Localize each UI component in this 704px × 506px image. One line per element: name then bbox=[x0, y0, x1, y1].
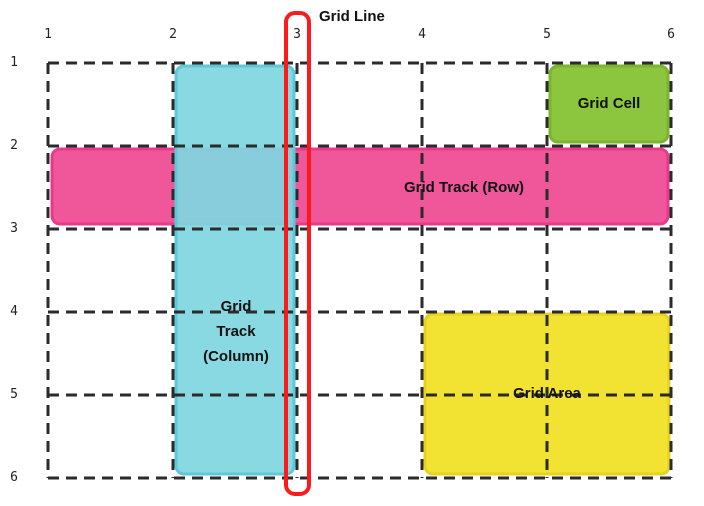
row-number-2: 2 bbox=[10, 138, 18, 153]
row-number-3: 3 bbox=[10, 221, 18, 236]
column-number-3: 3 bbox=[293, 27, 301, 42]
grid-track-column-label-line-1: Grid bbox=[221, 298, 252, 315]
grid-cell-shape bbox=[548, 64, 670, 144]
column-number-6: 6 bbox=[667, 27, 675, 42]
column-number-1: 1 bbox=[44, 27, 52, 42]
grid-lines bbox=[46, 61, 673, 480]
grid-line-highlight bbox=[284, 11, 311, 496]
row-number-1: 1 bbox=[10, 55, 18, 70]
grid-line-label: Grid Line bbox=[319, 8, 385, 25]
column-number-2: 2 bbox=[169, 27, 177, 42]
grid-track-row-shape bbox=[50, 147, 670, 226]
grid-track-column-label-line-2: Track bbox=[216, 323, 256, 340]
row-number-6: 6 bbox=[10, 470, 18, 485]
row-number-5: 5 bbox=[10, 387, 18, 402]
grid-track-column-label-line-3: (Column) bbox=[203, 348, 269, 365]
grid-track-row-label: Grid Track (Row) bbox=[404, 179, 524, 196]
column-number-5: 5 bbox=[543, 27, 551, 42]
row-number-4: 4 bbox=[10, 304, 18, 319]
grid-cell-label: Grid Cell bbox=[578, 95, 641, 112]
column-number-4: 4 bbox=[418, 27, 426, 42]
grid-track-column-shape bbox=[174, 64, 296, 476]
grid-area-label: Grid Area bbox=[513, 385, 581, 402]
